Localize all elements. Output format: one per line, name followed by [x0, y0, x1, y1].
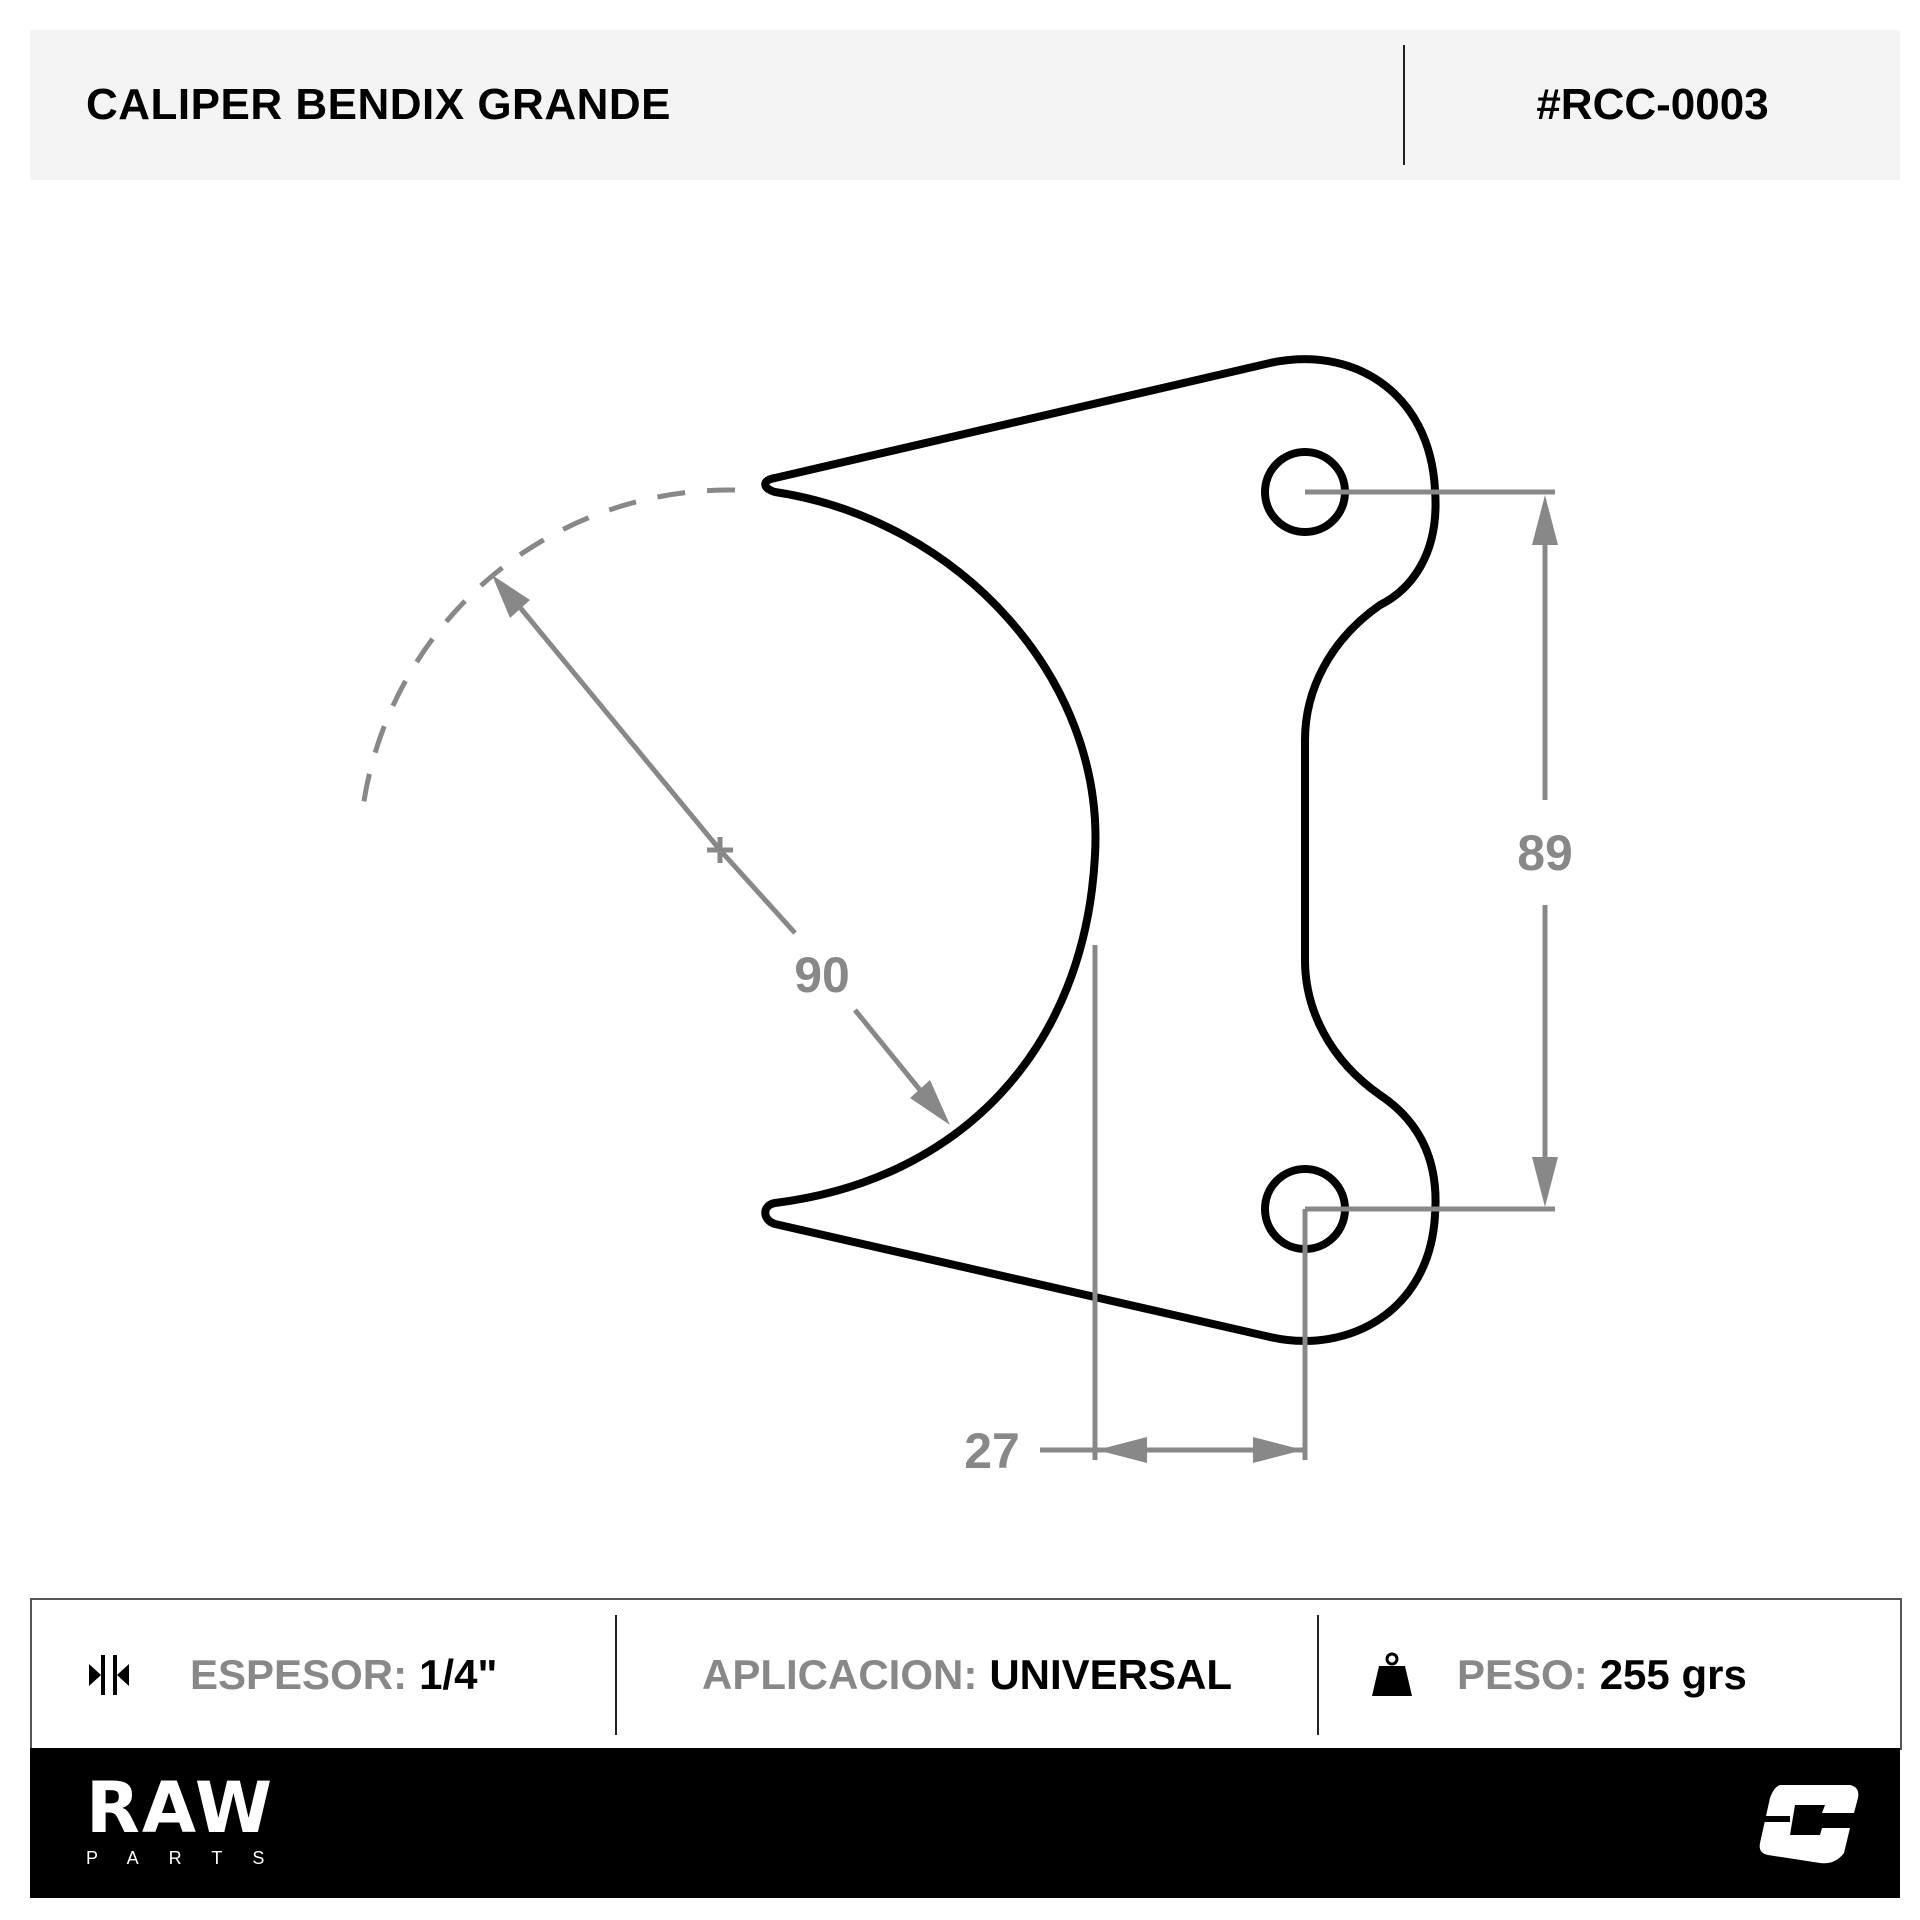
part-code: #RCC-0003 [1536, 80, 1769, 129]
application-value: UNIVERSAL [989, 1651, 1233, 1698]
radius-dimension [492, 575, 950, 1125]
spec-divider [615, 1615, 617, 1735]
spec-weight: PESO: 255 grs [1367, 1600, 1747, 1750]
offset-dimension [1040, 945, 1305, 1463]
brand-logo-raw: RAW [86, 1767, 275, 1849]
footer: RAW PARTS [30, 1748, 1900, 1898]
spec-divider [1317, 1615, 1319, 1735]
spec-bar: ESPESOR: 1/4" APLICACION: UNIVERSAL PESO… [30, 1598, 1902, 1750]
hole-spacing-label: 89 [1517, 825, 1573, 881]
application-label: APLICACION: [701, 1651, 978, 1698]
header-divider [1403, 45, 1405, 165]
thickness-icon [89, 1655, 129, 1695]
reference-arc-dashed [359, 487, 736, 816]
hole-spacing-dimension [1302, 489, 1558, 1460]
weight-value: 255 grs [1599, 1651, 1747, 1698]
c-logo-icon [1750, 1785, 1859, 1864]
header: CALIPER BENDIX GRANDE #RCC-0003 [30, 30, 1900, 180]
spec-thickness: ESPESOR: 1/4" [84, 1600, 497, 1750]
offset-label: 27 [964, 1423, 1020, 1479]
product-title: CALIPER BENDIX GRANDE [86, 80, 671, 129]
radius-label: 90 [794, 947, 850, 1003]
weight-label: PESO: [1457, 1651, 1588, 1698]
brand-logo-parts: PARTS [86, 1848, 295, 1868]
part-outline [761, 355, 1440, 1345]
weight-icon [1372, 1652, 1412, 1696]
thickness-label: ESPESOR: [190, 1651, 408, 1698]
thickness-value: 1/4" [419, 1651, 498, 1698]
spec-application: APLICACION: UNIVERSAL [617, 1600, 1317, 1750]
